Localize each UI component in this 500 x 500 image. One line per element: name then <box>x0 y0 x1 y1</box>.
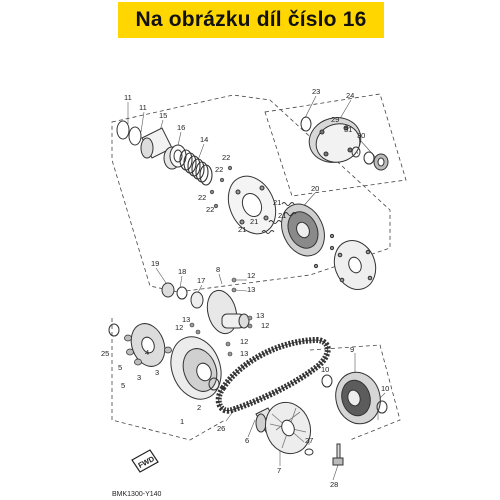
callout-2: 2 <box>197 403 201 412</box>
primary-pulley-outline <box>111 318 226 441</box>
callout-19: 19 <box>151 259 159 268</box>
clip-22 <box>209 165 233 209</box>
primary-sliding-sheave <box>130 323 166 367</box>
drive-flange <box>313 233 377 290</box>
slider-parts <box>189 277 253 357</box>
callout-31: 31 <box>344 125 352 134</box>
clutch-group-outline <box>111 94 391 293</box>
callout-23: 23 <box>312 87 320 96</box>
callout-11: 11 <box>139 103 147 112</box>
secondary-sheave-outline <box>309 344 401 441</box>
callout-3: 3 <box>137 373 141 382</box>
callout-22: 22 <box>206 205 214 214</box>
callout-21: 21 <box>273 198 281 207</box>
washer-27 <box>304 448 314 456</box>
callout-28: 28 <box>330 480 338 489</box>
callout-3: 3 <box>155 368 159 377</box>
spring-14 <box>179 149 213 186</box>
callout-13: 13 <box>247 285 255 294</box>
callout-13: 13 <box>182 315 190 324</box>
callout-22: 22 <box>198 193 206 202</box>
fan-impeller <box>264 401 312 455</box>
callout-14: 14 <box>200 135 208 144</box>
part-number-banner: Na obrázku díl číslo 16 <box>118 2 384 38</box>
callout-21: 21 <box>278 211 286 220</box>
callout-22: 22 <box>215 165 223 174</box>
v-belt <box>215 336 331 414</box>
washer-23 <box>300 116 312 132</box>
callout-21: 21 <box>238 225 246 234</box>
callout-13: 13 <box>256 311 264 320</box>
clutch-housing <box>308 117 362 163</box>
clutch-plate <box>227 175 277 235</box>
clutch-shoe-assembly <box>281 203 325 257</box>
ring-11 <box>116 120 142 146</box>
callout-5: 5 <box>118 363 122 372</box>
group-outlines <box>111 93 407 441</box>
banner-text: Na obrázku díl číslo 16 <box>135 8 367 31</box>
washer-25 <box>108 323 120 337</box>
spring-21 <box>261 202 297 234</box>
callout-10: 10 <box>321 365 329 374</box>
washer-fixed-sheave <box>208 377 220 391</box>
bushing-19-17 <box>161 282 204 309</box>
callout-20: 20 <box>311 184 319 193</box>
nut-30 <box>373 153 389 171</box>
callout-10: 10 <box>381 384 389 393</box>
callout-12: 12 <box>240 337 248 346</box>
callout-11: 11 <box>124 93 132 102</box>
callout-24: 24 <box>346 91 354 100</box>
callout-26: 26 <box>217 424 225 433</box>
washer-29 <box>351 146 361 158</box>
secondary-sheave <box>335 371 381 425</box>
callout-27: 27 <box>305 436 313 445</box>
washer-10-right <box>376 400 388 414</box>
washer-31 <box>363 151 375 165</box>
fwd-arrow-icon: FWD <box>131 449 159 473</box>
callout-5: 5 <box>121 381 125 390</box>
callout-7: 7 <box>277 466 281 475</box>
bolt-28 <box>332 443 344 466</box>
callout-25: 25 <box>101 349 109 358</box>
callout-13: 13 <box>240 349 248 358</box>
callout-18: 18 <box>178 267 186 276</box>
washer-10 <box>321 374 333 388</box>
callout-12: 12 <box>261 321 269 330</box>
collar-16 <box>163 144 187 170</box>
callout-30: 30 <box>357 131 365 140</box>
callout-17: 17 <box>197 276 205 285</box>
clutch-housing-outline <box>264 93 407 197</box>
callout-6: 6 <box>245 436 249 445</box>
callout-22: 22 <box>222 153 230 162</box>
callout-29: 29 <box>331 115 339 124</box>
callout-4: 4 <box>145 348 149 357</box>
callout-12: 12 <box>247 271 255 280</box>
callout-8: 8 <box>216 265 220 274</box>
cam-plate <box>206 289 250 335</box>
callout-16: 16 <box>177 123 185 132</box>
callout-12: 12 <box>175 323 183 332</box>
callout-15: 15 <box>159 111 167 120</box>
callout-9: 9 <box>350 345 354 354</box>
callout-21: 21 <box>250 217 258 226</box>
callout-labels: 11 11 15 16 14 23 24 29 31 30 22 22 22 2… <box>101 87 389 489</box>
reference-code: BMK1300-Y140 <box>112 491 162 498</box>
callout-1: 1 <box>180 417 184 426</box>
